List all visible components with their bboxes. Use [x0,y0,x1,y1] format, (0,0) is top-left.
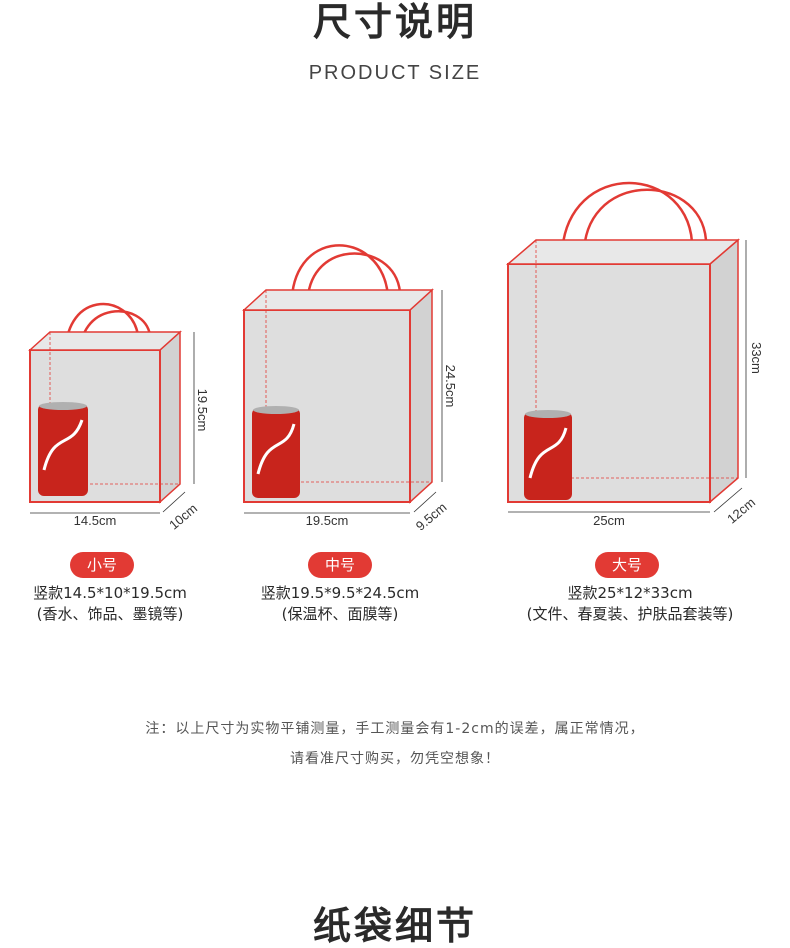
page-subtitle: PRODUCT SIZE [308,62,482,84]
large-spec-dimensions: 竖款25*12*33cm [567,584,693,602]
large-size-badge: 大号 [595,552,659,578]
section-title-bag-details: 纸袋细节 [312,904,477,948]
large-bag-illustration: 25cm 33cm 12cm [505,181,764,528]
large-spec-usage: (文件、春夏装、护肤品套装等) [526,605,734,623]
large-height-label: 33cm [749,342,764,374]
large-width-label: 25cm [593,513,625,528]
small-width-label: 14.5cm [74,513,117,528]
measurement-note-line1: 注：以上尺寸为实物平铺测量，手工测量会有1-2cm的误差，属正常情况， [145,721,645,737]
measurement-note-line2: 请看准尺寸购买，勿凭空想象！ [290,751,500,767]
page-title: 尺寸说明 [312,0,477,44]
medium-bag-illustration: 19.5cm 24.5cm 9.5cm [242,244,458,530]
small-height-label: 19.5cm [195,389,210,432]
small-spec: 竖款14.5*10*19.5cm (香水、饰品、墨镜等) [10,583,210,625]
small-spec-dimensions: 竖款14.5*10*19.5cm [33,584,187,602]
medium-height-label: 24.5cm [443,365,458,408]
small-bag-illustration: 14.5cm 19.5cm 10cm [28,302,210,530]
medium-spec-usage: (保温杯、面膜等) [281,605,399,623]
medium-width-label: 19.5cm [306,513,349,528]
medium-size-badge: 中号 [308,552,372,578]
large-spec: 竖款25*12*33cm (文件、春夏装、护肤品套装等) [500,583,760,625]
medium-spec-dimensions: 竖款19.5*9.5*24.5cm [260,584,420,602]
small-spec-usage: (香水、饰品、墨镜等) [36,605,184,623]
medium-spec: 竖款19.5*9.5*24.5cm (保温杯、面膜等) [230,583,450,625]
medium-depth-label: 9.5cm [413,499,450,530]
small-size-badge: 小号 [70,552,134,578]
